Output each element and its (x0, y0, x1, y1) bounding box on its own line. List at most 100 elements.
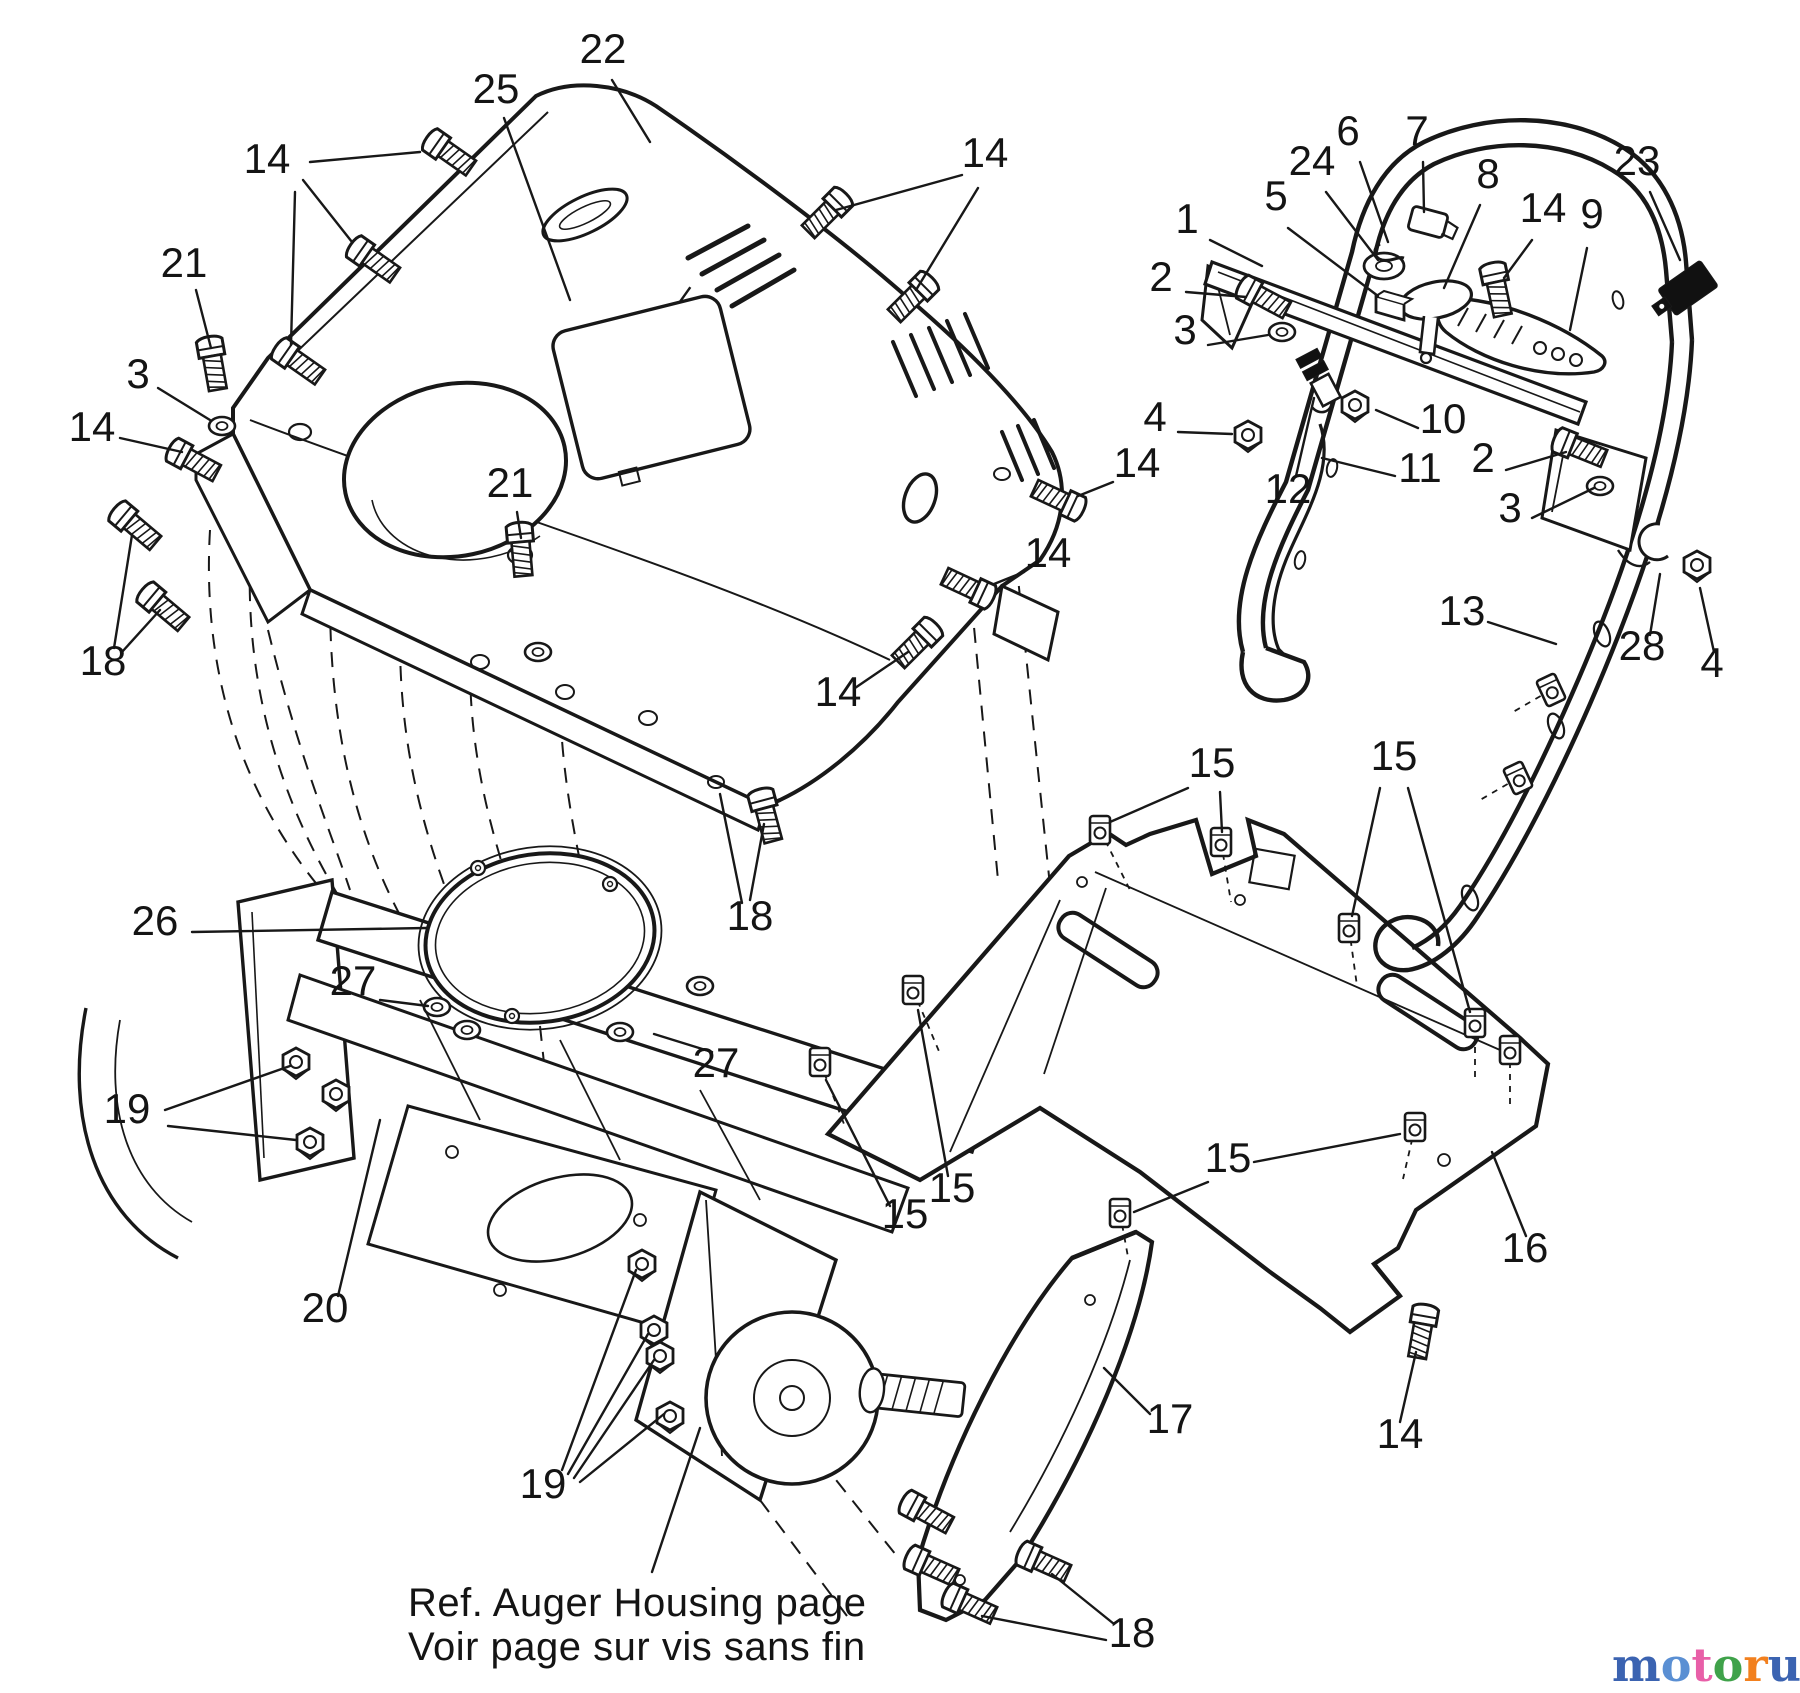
leader-line (1698, 586, 1716, 654)
callout-label: 24 (1289, 137, 1336, 184)
callout-label: 22 (580, 25, 627, 72)
washer-icon (685, 975, 715, 997)
callout-label: 23 (1614, 137, 1661, 184)
callout-label: 18 (1109, 1609, 1156, 1656)
hardware-layer (104, 125, 1712, 1629)
callout-label: 14 (815, 668, 862, 715)
callout-label: 3 (1173, 306, 1196, 353)
handle-assembly (1200, 118, 1718, 973)
leader-line (289, 190, 297, 347)
callout-label: 14 (244, 135, 291, 182)
clip-mount-dash (1402, 1126, 1416, 1180)
reference-note-line-2: Voir page sur vis sans fin (408, 1625, 866, 1669)
leader-line (914, 186, 980, 292)
callout-label: 27 (330, 957, 377, 1004)
callout-label: 3 (126, 350, 149, 397)
leader-line (166, 1124, 298, 1142)
callout-label: 21 (161, 239, 208, 286)
leader-line (1374, 408, 1420, 430)
clip-mount-dash (1348, 927, 1358, 987)
clip-mount-dash (1512, 689, 1552, 713)
logo-letter: t (1691, 1638, 1713, 1692)
nut-icon (1233, 419, 1263, 454)
leader-line (336, 1118, 382, 1298)
clip-nut-icon (1501, 759, 1535, 797)
leader-line (718, 792, 744, 905)
logo-letter: u (1767, 1638, 1800, 1692)
panel-16 (824, 816, 1551, 1335)
leader-line (1076, 480, 1115, 498)
leader-line (1320, 456, 1397, 478)
callout-label: 14 (962, 129, 1009, 176)
clip-nut-icon (1088, 814, 1112, 846)
callout-label: 4 (1700, 639, 1723, 686)
leader-line (560, 1268, 638, 1472)
callout-label: 10 (1420, 395, 1467, 442)
leader-line (1421, 160, 1426, 214)
callout-label: 8 (1476, 150, 1499, 197)
leader-line (194, 288, 213, 350)
leader-line (1648, 190, 1682, 262)
callout-label: 9 (1580, 190, 1603, 237)
clip-nut-icon (1534, 671, 1568, 709)
leader-line (308, 150, 422, 164)
leader-line (118, 436, 184, 454)
callout-label: 27 (693, 1039, 740, 1086)
motoruf-logo: motoruf™.de (1612, 1638, 1800, 1692)
leader-line (1108, 786, 1190, 824)
callout-label: 11 (1398, 444, 1442, 491)
callout-label: 20 (302, 1284, 349, 1331)
clip-nut-icon (1498, 1034, 1522, 1066)
washer-icon (523, 641, 553, 663)
callout-label: 19 (104, 1085, 151, 1132)
callout-label: 15 (1371, 732, 1418, 779)
callout-label: 13 (1439, 587, 1486, 634)
leader-line (1252, 1132, 1402, 1164)
clip-nut-icon (808, 1046, 832, 1078)
washer-icon (452, 1019, 482, 1041)
callout-label: 5 (1264, 172, 1287, 219)
clip-mount-dash (1479, 777, 1519, 801)
leader-line (1218, 790, 1224, 834)
leader-line (610, 78, 652, 144)
callout-label: 14 (69, 403, 116, 450)
key-icon (1651, 260, 1718, 317)
engine-shroud (194, 83, 1064, 833)
callout-label: 14 (1114, 439, 1161, 486)
clip-nut-icon (901, 974, 925, 1006)
ring-rivets (469, 859, 619, 1025)
callout-label: 26 (132, 897, 179, 944)
bolt-icon (132, 577, 194, 636)
callout-label: 3 (1498, 484, 1521, 531)
leader-line (652, 1032, 714, 1054)
leader-line (163, 1064, 292, 1112)
callout-label: 2 (1471, 434, 1494, 481)
leader-line (1132, 1180, 1210, 1214)
callout-label: 17 (1147, 1395, 1194, 1442)
leader-line (1442, 203, 1482, 290)
leader-line (1502, 238, 1534, 280)
cable-adjuster (1295, 347, 1343, 414)
reference-note-line-1: Ref. Auger Housing page (408, 1581, 867, 1625)
leader-line (1176, 430, 1234, 436)
leader-line (1184, 290, 1248, 299)
friction-ring (417, 845, 663, 1031)
bolt-icon (104, 496, 166, 555)
callout-label: 15 (1205, 1134, 1252, 1181)
leader-line (1286, 226, 1380, 298)
callout-label: 12 (1265, 465, 1312, 512)
callout-label: 25 (473, 65, 520, 112)
nut-icon (1340, 389, 1370, 424)
leader-line (515, 510, 523, 540)
callout-label: 21 (487, 459, 534, 506)
leader-line (1490, 1150, 1528, 1238)
leader-line (1398, 1350, 1418, 1424)
washer-icon (207, 415, 237, 437)
leader-line (834, 173, 964, 212)
logo-letter: o (1660, 1638, 1692, 1692)
logo-letter: r (1743, 1638, 1768, 1692)
callout-label: 4 (1143, 393, 1166, 440)
leader-line (120, 608, 162, 654)
washer-icon (1267, 321, 1297, 343)
